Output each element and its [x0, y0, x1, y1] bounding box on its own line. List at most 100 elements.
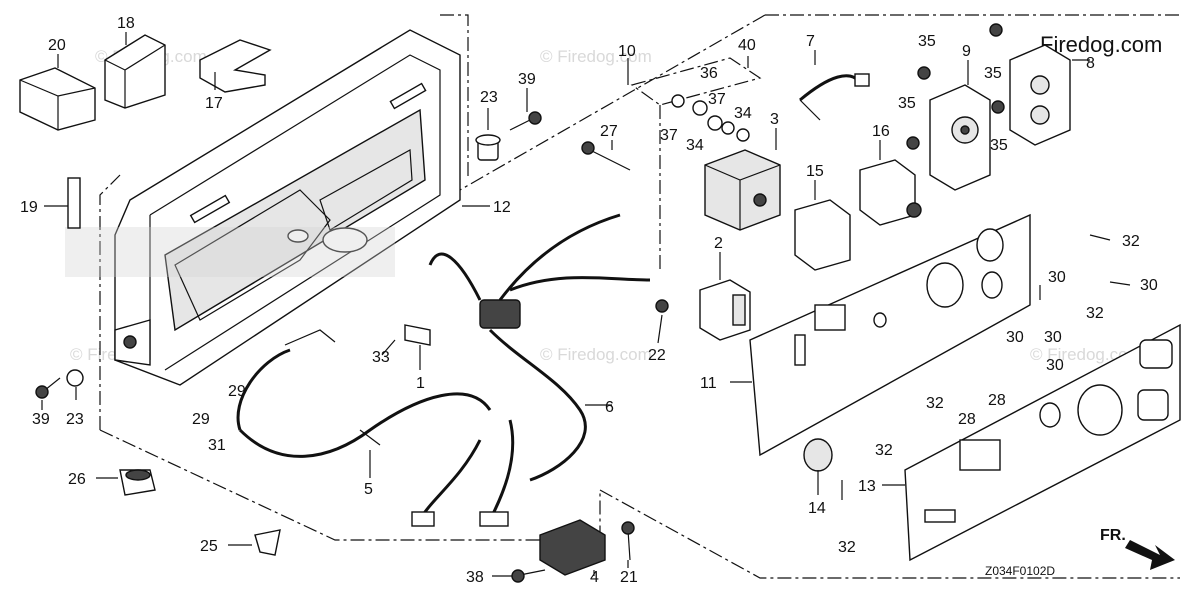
front-direction-arrow: FR. — [1100, 527, 1175, 570]
part-label-35-mid: 35 — [898, 95, 916, 112]
part-label-16: 16 — [872, 123, 890, 140]
part-label-3: 3 — [770, 111, 779, 128]
breaker-part-15 — [794, 199, 851, 271]
part-label-22: 22 — [648, 347, 666, 364]
module-part-3 — [704, 149, 781, 231]
part-label-11: 11 — [700, 375, 717, 392]
part-label-13: 13 — [858, 478, 876, 495]
part-label-39-left: 39 — [32, 411, 50, 428]
knob-part-14 — [803, 438, 833, 472]
diagram-code: Z034F0102D — [985, 564, 1055, 578]
part-label-26: 26 — [68, 471, 86, 488]
part-label-10: 10 — [618, 43, 636, 60]
part-label-12: 12 — [493, 199, 511, 216]
panel-part-13 — [904, 323, 1181, 562]
part-label-30-e: 30 — [1046, 357, 1064, 374]
boundary-line — [459, 14, 766, 191]
washer-set-34-37 — [671, 94, 750, 142]
bolt-part-27 — [581, 141, 631, 171]
part-label-23-top: 23 — [480, 89, 498, 106]
part-label-38: 38 — [466, 569, 484, 586]
nut-set-35 — [906, 23, 1005, 150]
wire-harness — [236, 213, 651, 527]
part-label-39-top: 39 — [518, 71, 536, 88]
part-labels: 20 18 17 19 12 23 39 10 40 7 35 9 35 8 3… — [20, 15, 1158, 586]
part-label-8: 8 — [1086, 55, 1095, 72]
watermark: © Firedog.com — [540, 345, 652, 364]
part-label-25: 25 — [200, 538, 218, 555]
part-label-14: 14 — [808, 500, 826, 517]
outlet-part-9 — [929, 84, 991, 191]
part-label-30-a: 30 — [1048, 269, 1066, 286]
boundary-line — [99, 429, 601, 541]
part-label-28-b: 28 — [988, 392, 1006, 409]
washer-bracket — [630, 57, 762, 106]
cable-part-7 — [799, 73, 870, 121]
bolt-part-21 — [621, 521, 635, 561]
part-label-30-d: 30 — [1044, 329, 1062, 346]
seal-part-17 — [199, 39, 272, 93]
part-label-32-top: 32 — [1122, 233, 1140, 250]
grommet-part-26 — [119, 469, 156, 496]
bolt-part-39-top — [509, 111, 542, 131]
part-label-19: 19 — [20, 199, 38, 216]
seal-part-19 — [67, 177, 81, 229]
outlet-part-8 — [1009, 44, 1071, 146]
leader-lines — [41, 32, 1131, 577]
part-label-30-c: 30 — [1006, 329, 1024, 346]
part-label-1: 1 — [416, 375, 425, 392]
part-label-35-top: 35 — [918, 33, 936, 50]
direction-label: FR. — [1100, 527, 1126, 544]
brand-watermark: Firedog.com — [1040, 32, 1162, 57]
part-label-20: 20 — [48, 37, 66, 54]
boundary-line — [440, 14, 469, 180]
collar-part-23 — [475, 134, 501, 161]
bracket-part-4 — [539, 519, 606, 576]
part-label-2: 2 — [714, 235, 723, 252]
part-label-32-low: 32 — [875, 442, 893, 459]
part-label-37-right: 37 — [708, 91, 726, 108]
part-label-9: 9 — [962, 43, 971, 60]
bolt-part-39-left — [35, 377, 61, 399]
part-label-33: 33 — [372, 349, 390, 366]
screw-part-22 — [655, 299, 669, 313]
part-label-34-left: 34 — [686, 137, 704, 154]
part-label-18: 18 — [117, 15, 135, 32]
part-label-32-mid: 32 — [926, 395, 944, 412]
shading-band — [65, 227, 395, 277]
switch-part-2 — [699, 279, 751, 341]
part-label-40: 40 — [738, 37, 756, 54]
control-panel-part-11 — [749, 213, 1031, 457]
part-label-27: 27 — [600, 123, 618, 140]
seal-part-18 — [104, 34, 166, 109]
part-label-35-low: 35 — [990, 137, 1008, 154]
bolt-part-38 — [511, 569, 546, 583]
part-label-36: 36 — [700, 65, 718, 82]
part-label-17: 17 — [205, 95, 223, 112]
part-label-4: 4 — [590, 569, 599, 586]
boundary-line — [599, 489, 1180, 579]
part-label-37-left: 37 — [660, 127, 678, 144]
part-label-29-a: 29 — [228, 383, 246, 400]
clip-part-25 — [254, 529, 281, 556]
clamp-part-1 — [404, 324, 431, 346]
boundary-line — [99, 174, 121, 430]
part-label-35-right: 35 — [984, 65, 1002, 82]
part-label-31: 31 — [208, 437, 226, 454]
part-label-29-b: 29 — [192, 411, 210, 428]
part-label-21: 21 — [620, 569, 638, 586]
part-label-7: 7 — [806, 33, 815, 50]
breaker-part-16 — [859, 159, 922, 226]
part-label-15: 15 — [806, 163, 824, 180]
front-frame-part-12 — [65, 29, 461, 386]
part-label-32-right: 32 — [1086, 305, 1104, 322]
part-label-23-left: 23 — [66, 411, 84, 428]
nut-part-23-left — [66, 369, 84, 387]
seal-part-20 — [19, 67, 96, 131]
part-label-34-right: 34 — [734, 105, 752, 122]
watermark: © Firedog.com — [540, 47, 652, 66]
part-label-30-b: 30 — [1140, 277, 1158, 294]
part-label-6: 6 — [605, 399, 614, 416]
part-label-32-bottom: 32 — [838, 539, 856, 556]
